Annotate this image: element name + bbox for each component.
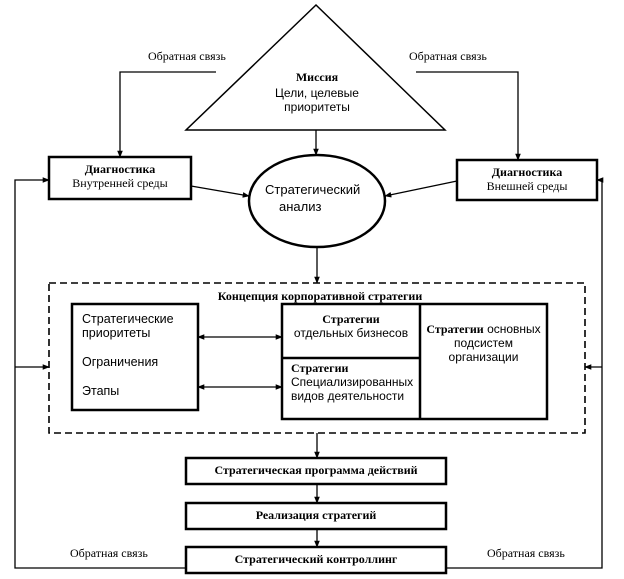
concept-title: Концепция корпоративной стратегии (217, 289, 423, 303)
specialized-line2: видов деятельности (291, 388, 405, 403)
feedback-label-top-right: Обратная связь (409, 49, 487, 63)
feedback-label-bottom-left: Обратная связь (70, 546, 148, 560)
diag-internal-title: Диагностика (84, 162, 156, 176)
left-box-priorities: Стратегические приоритеты (82, 312, 174, 341)
subsystems-title: Стратегии (426, 322, 484, 336)
subsystems-title-rest: основных (483, 322, 541, 336)
left-box-line1: Стратегические (82, 312, 174, 326)
specialized-title: Стратегии (291, 361, 349, 375)
diag-internal-text: Диагностика Внутренней среды (49, 162, 191, 191)
controlling-box (184, 545, 448, 575)
mission-subtitle: Цели, целевые приоритеты (252, 86, 382, 115)
controlling-label: Стратегический контроллинг (234, 552, 398, 566)
left-box-line3: Ограничения (82, 355, 159, 369)
mission-subtitle-line1: Цели, целевые (275, 86, 359, 100)
mission-title: Миссия (295, 70, 339, 84)
separate-business-title: Стратегии (322, 312, 380, 326)
implementation-label: Реализация стратегий (255, 508, 377, 522)
subsystems-text: Стратегии основных подсистем организации (420, 322, 547, 364)
subsystems-line2: организации (448, 349, 519, 364)
subsystems-title-row: Стратегии основных (420, 322, 547, 337)
diag-external-title: Диагностика (491, 165, 563, 179)
analysis-line2: анализ (279, 199, 322, 214)
left-box-line2: приоритеты (82, 326, 151, 341)
specialized-text: Стратегии Специализированных видов деяте… (291, 361, 419, 403)
strategies-compound-box (280, 302, 549, 421)
mission-subtitle-line2: приоритеты (284, 99, 350, 114)
concept-left-box (70, 302, 200, 412)
implementation-box (184, 501, 448, 531)
diag-external-subtitle: Внешней среды (486, 178, 568, 193)
specialized-line1: Специализированных (291, 374, 414, 389)
diag-external-text: Диагностика Внешней среды (457, 165, 597, 194)
separate-business-text: Стратегии отдельных бизнесов (282, 312, 420, 341)
feedback-label-bottom-right: Обратная связь (487, 546, 565, 560)
diag-internal-subtitle: Внутренней среды (72, 175, 168, 190)
analysis-line1: Стратегический (265, 182, 361, 197)
subsystems-line1: подсистем (454, 335, 513, 350)
separate-business-subtitle: отдельных бизнесов (293, 325, 409, 340)
feedback-label-top-left: Обратная связь (148, 49, 226, 63)
program-label: Стратегическая программа действий (214, 463, 418, 477)
left-box-line4: Этапы (82, 384, 120, 398)
